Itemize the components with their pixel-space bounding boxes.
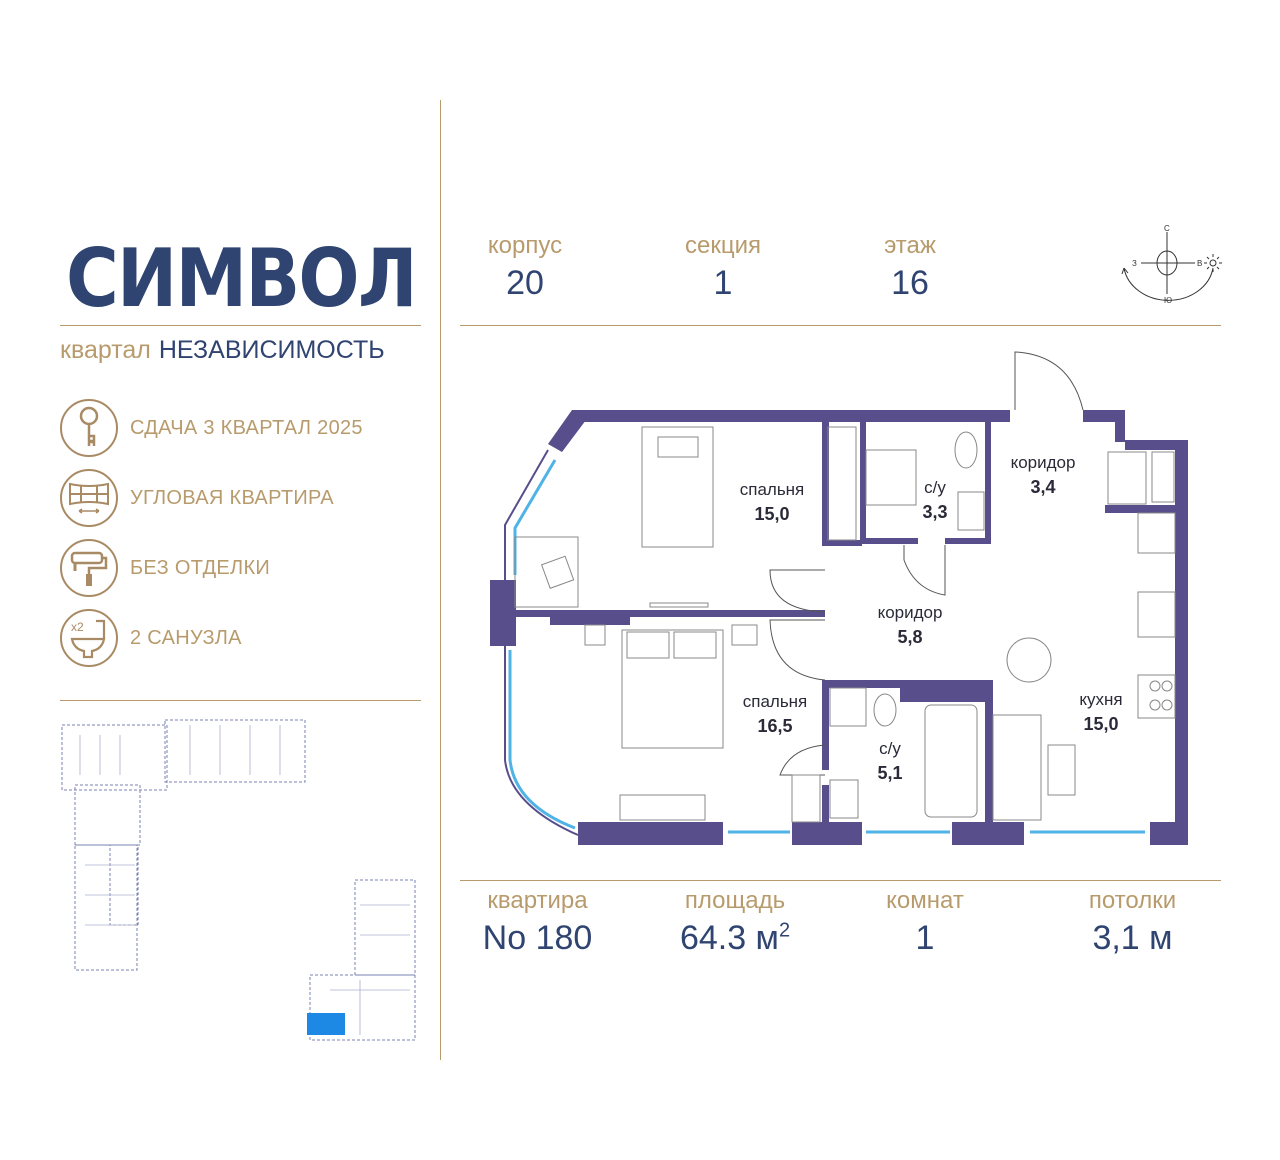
stat-value: No 180: [482, 919, 593, 957]
stat-label: потолки: [1088, 887, 1177, 914]
room-name: спальня: [742, 692, 808, 711]
apartment-highlight: [307, 1013, 345, 1035]
feature-label: 2 САНУЗЛА: [130, 626, 242, 649]
stat-value: 16: [891, 264, 929, 302]
stat-area: площадь 64.3 м2: [660, 887, 810, 958]
site-plan: [61, 719, 416, 1041]
room-bedroom-2: спальня 16,5: [733, 690, 817, 738]
room-name: с/у: [924, 478, 946, 497]
stat-label: корпус: [487, 232, 563, 259]
unit-superscript: 2: [778, 919, 791, 942]
room-bathroom-1: с/у 3,3: [905, 476, 965, 524]
stat-value: 1: [713, 264, 733, 302]
room-bedroom-1: спальня 15,0: [730, 478, 814, 526]
feature-label: СДАЧА 3 КВАРТАЛ 2025: [130, 416, 363, 439]
feature-delivery: СДАЧА 3 КВАРТАЛ 2025: [60, 399, 363, 457]
toilet-x2-icon: x2: [60, 609, 118, 667]
stat-value: 20: [506, 264, 544, 302]
compass-east: В: [1197, 259, 1202, 268]
stat-building: корпус 20: [470, 232, 580, 303]
divider: [460, 880, 1221, 881]
stat-label: площадь: [684, 887, 786, 914]
room-corridor-2: коридор 5,8: [865, 601, 955, 649]
room-area: 5,1: [877, 763, 903, 783]
corner-window-icon: [60, 469, 118, 527]
divider: [60, 325, 421, 326]
room-kitchen: кухня 15,0: [1065, 688, 1137, 736]
stat-label: комнат: [886, 887, 964, 914]
room-area: 16,5: [757, 716, 793, 736]
stat-floor: этаж 16: [855, 232, 965, 303]
stat-value: 3,1 м: [1092, 919, 1173, 957]
district-name: НЕЗАВИСИМОСТЬ: [158, 336, 385, 364]
stat-apartment: квартира No 180: [470, 887, 605, 958]
vertical-divider: [440, 100, 441, 1060]
feature-corner: УГЛОВАЯ КВАРТИРА: [60, 469, 334, 527]
stat-value: 1: [915, 919, 935, 957]
district-prefix: квартал: [60, 336, 151, 364]
stat-label: секция: [685, 232, 761, 259]
compass-south: Ю: [1164, 296, 1172, 305]
stat-rooms: комнат 1: [870, 887, 980, 958]
room-name: спальня: [739, 480, 805, 499]
compass-west: З: [1132, 259, 1137, 268]
room-corridor-1: коридор 3,4: [998, 451, 1088, 499]
divider: [460, 325, 1221, 326]
badge-x2: x2: [71, 620, 84, 634]
room-bathroom-2: с/у 5,1: [860, 737, 920, 785]
room-area: 3,3: [922, 502, 948, 522]
room-name: коридор: [1010, 453, 1076, 472]
stat-label: этаж: [884, 232, 936, 259]
compass-icon: С Ю З В: [1121, 224, 1222, 305]
key-icon: [60, 399, 118, 457]
room-name: с/у: [879, 739, 901, 758]
feature-finish: БЕЗ ОТДЕЛКИ: [60, 539, 270, 597]
stat-value: 64.3 м: [679, 919, 779, 957]
stat-ceilings: потолки 3,1 м: [1070, 887, 1195, 958]
room-area: 15,0: [754, 504, 790, 524]
room-name: кухня: [1079, 690, 1123, 709]
room-name: коридор: [877, 603, 943, 622]
compass-north: С: [1164, 224, 1170, 233]
room-area: 15,0: [1083, 714, 1119, 734]
feature-bathrooms: x2 2 САНУЗЛА: [60, 609, 242, 667]
stat-label: квартира: [487, 887, 588, 914]
room-area: 3,4: [1030, 477, 1056, 497]
room-area: 5,8: [897, 627, 923, 647]
divider: [60, 700, 421, 701]
feature-label: БЕЗ ОТДЕЛКИ: [130, 556, 271, 579]
feature-label: УГЛОВАЯ КВАРТИРА: [130, 486, 334, 509]
paint-roller-icon: [60, 539, 118, 597]
stat-section: секция 1: [668, 232, 778, 303]
brand-logo: СИМВОЛ: [66, 232, 418, 325]
